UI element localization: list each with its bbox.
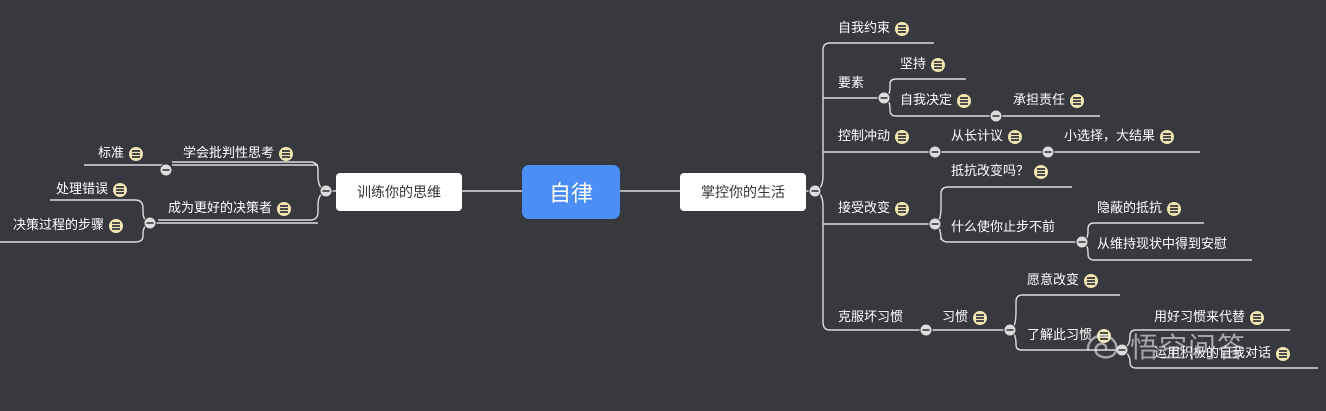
subtopic-label: 愿意改变: [1027, 273, 1080, 288]
subtopic-label: 小选择，大结果: [1064, 129, 1156, 144]
collapse-toggle-critical-thinking[interactable]: [159, 163, 173, 177]
subtopic-critical-thinking[interactable]: 学会批判性思考: [183, 146, 294, 162]
subtopic-overcome-bad-habits[interactable]: 克服坏习惯: [838, 310, 903, 326]
collapse-toggle-right-topic[interactable]: [808, 184, 822, 198]
subtopic-label: 从长计议: [951, 129, 1004, 144]
note-icon[interactable]: [113, 183, 128, 197]
subtopic-comfort-status-quo[interactable]: 从维持现状中得到安慰: [1097, 237, 1227, 253]
note-icon[interactable]: [129, 147, 144, 161]
central-topic-label: 自律: [548, 182, 593, 207]
subtopic-label: 承担责任: [1013, 93, 1066, 108]
subtopic-habit[interactable]: 习惯: [942, 310, 988, 326]
subtopic-label: 用好习惯来代替: [1154, 310, 1246, 325]
subtopic-label: 处理错误: [56, 182, 109, 197]
subtopic-label: 决策过程的步骤: [13, 218, 105, 233]
subtopic-label: 什么使你止步不前: [951, 220, 1056, 235]
subtopic-label: 自我决定: [900, 93, 953, 108]
subtopic-control-impulse[interactable]: 控制冲动: [838, 129, 910, 145]
subtopic-label: 接受改变: [838, 201, 891, 216]
subtopic-positive-self-talk[interactable]: 运用积极的自我对话: [1154, 346, 1291, 362]
note-icon[interactable]: [1167, 202, 1182, 216]
main-topic-control-life-label: 掌控你的生活: [701, 185, 785, 201]
subtopic-label: 控制冲动: [838, 129, 891, 144]
note-icon[interactable]: [109, 219, 124, 233]
collapse-toggle-impulse[interactable]: [928, 145, 942, 159]
subtopic-label: 坚持: [900, 57, 927, 72]
subtopic-better-decision-maker[interactable]: 成为更好的决策者: [168, 201, 292, 217]
subtopic-elements[interactable]: 要素: [838, 76, 864, 92]
note-icon[interactable]: [895, 130, 910, 144]
subtopic-label: 要素: [838, 76, 865, 91]
collapse-toggle-long-term[interactable]: [1041, 145, 1055, 159]
subtopic-replace-good-habit[interactable]: 用好习惯来代替: [1154, 310, 1265, 326]
collapse-toggle-better-decision[interactable]: [143, 216, 157, 230]
note-icon[interactable]: [973, 311, 988, 325]
collapse-toggle-bad-habit[interactable]: [919, 323, 933, 337]
note-icon[interactable]: [1160, 130, 1175, 144]
subtopic-label: 运用积极的自我对话: [1154, 346, 1272, 361]
subtopic-label: 标准: [98, 146, 125, 161]
subtopic-willing-to-change[interactable]: 愿意改变: [1027, 273, 1099, 289]
subtopic-hidden-resistance[interactable]: 隐蔽的抵抗: [1097, 201, 1182, 217]
note-icon[interactable]: [1276, 347, 1291, 361]
subtopic-label: 习惯: [942, 310, 969, 325]
note-icon[interactable]: [1250, 311, 1265, 325]
collapse-toggle-what-stops[interactable]: [1075, 235, 1089, 249]
main-topic-train-mind[interactable]: 训练你的思维: [336, 173, 462, 211]
subtopic-standard[interactable]: 标准: [98, 146, 144, 162]
subtopic-label: 隐蔽的抵抗: [1097, 201, 1163, 216]
collapse-toggle-elements[interactable]: [877, 91, 891, 105]
subtopic-label: 自我约束: [838, 21, 891, 36]
subtopic-label: 抵抗改变吗？: [951, 164, 1030, 179]
subtopic-persistence[interactable]: 坚持: [900, 57, 946, 73]
central-topic[interactable]: 自律: [522, 165, 620, 219]
subtopic-self-determination[interactable]: 自我决定: [900, 93, 972, 109]
main-topic-control-life[interactable]: 掌控你的生活: [680, 173, 806, 211]
subtopic-label: 成为更好的决策者: [168, 201, 273, 216]
collapse-toggle-understand-habit[interactable]: [1115, 343, 1129, 357]
collapse-toggle-habit[interactable]: [1003, 323, 1017, 337]
subtopic-self-restraint[interactable]: 自我约束: [838, 21, 910, 37]
subtopic-understand-habit[interactable]: 了解此习惯: [1027, 328, 1112, 344]
note-icon[interactable]: [1034, 165, 1049, 179]
note-icon[interactable]: [279, 147, 294, 161]
subtopic-long-term[interactable]: 从长计议: [951, 129, 1023, 145]
note-icon[interactable]: [1097, 329, 1112, 343]
subtopic-resist-change[interactable]: 抵抗改变吗？: [951, 164, 1049, 180]
note-icon[interactable]: [931, 58, 946, 72]
note-icon[interactable]: [1070, 94, 1085, 108]
main-topic-train-mind-label: 训练你的思维: [357, 185, 441, 201]
note-icon[interactable]: [1008, 130, 1023, 144]
subtopic-label: 从维持现状中得到安慰: [1097, 237, 1228, 252]
note-icon[interactable]: [957, 94, 972, 108]
note-icon[interactable]: [1084, 274, 1099, 288]
collapse-toggle-left-topic[interactable]: [319, 184, 333, 198]
subtopic-what-stops-you[interactable]: 什么使你止步不前: [951, 220, 1055, 236]
subtopic-small-choice[interactable]: 小选择，大结果: [1064, 129, 1175, 145]
note-icon[interactable]: [895, 22, 910, 36]
subtopic-label: 了解此习惯: [1027, 328, 1093, 343]
subtopic-decision-steps[interactable]: 决策过程的步骤: [13, 218, 124, 234]
note-icon[interactable]: [895, 202, 910, 216]
subtopic-handle-errors[interactable]: 处理错误: [56, 182, 128, 198]
collapse-toggle-accept-change[interactable]: [928, 217, 942, 231]
subtopic-label: 克服坏习惯: [838, 310, 904, 325]
subtopic-label: 学会批判性思考: [183, 146, 275, 161]
collapse-toggle-self-decision[interactable]: [989, 109, 1003, 123]
subtopic-take-responsibility[interactable]: 承担责任: [1013, 93, 1085, 109]
subtopic-accept-change[interactable]: 接受改变: [838, 201, 910, 217]
note-icon[interactable]: [277, 202, 292, 216]
